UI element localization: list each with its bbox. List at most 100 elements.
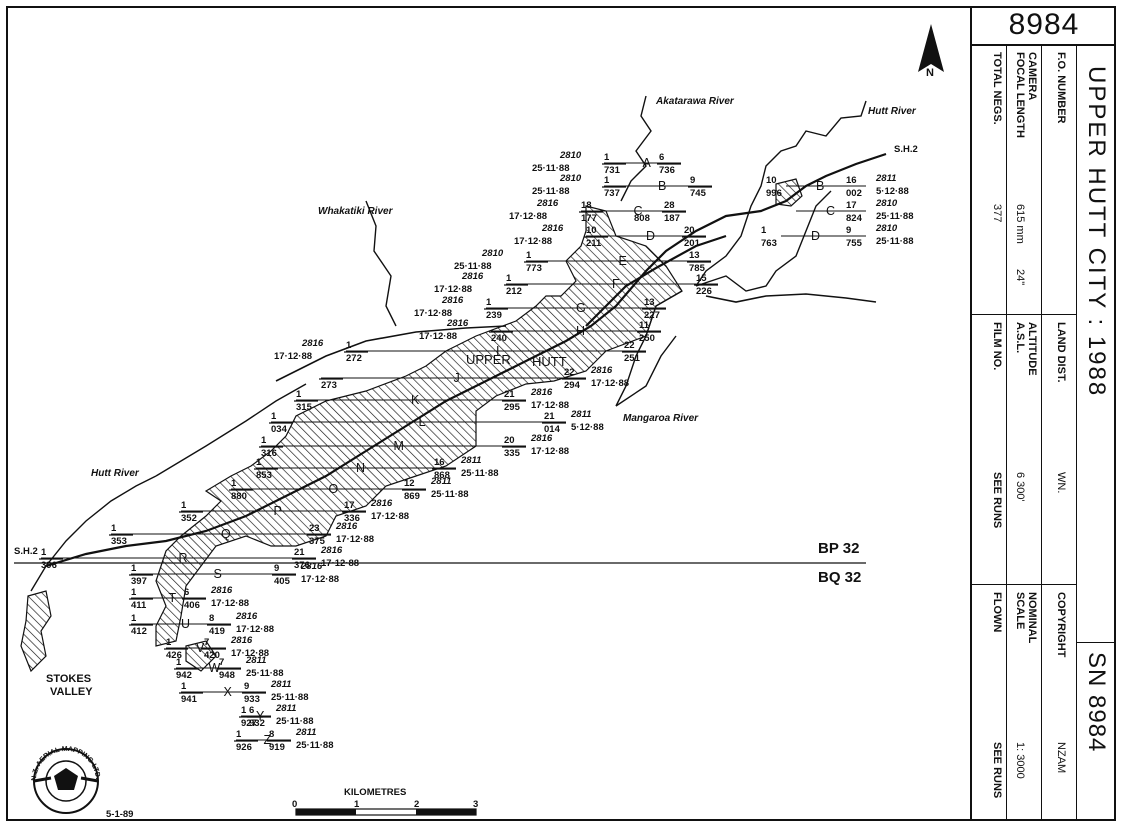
run-start-frame: 1 — [241, 705, 247, 716]
run-date: 17·12·88 — [231, 648, 269, 659]
run-date: 17·12·88 — [434, 284, 472, 295]
run-end-number: 294 — [564, 380, 581, 391]
run-film: 2811 — [570, 409, 591, 420]
run-start-number: 941 — [181, 694, 198, 705]
sn-number-top: 8984 — [972, 6, 1116, 46]
run-start-number: 353 — [111, 536, 127, 547]
run-start-number: 426 — [166, 650, 182, 661]
run-date: 17·12·88 — [414, 308, 452, 319]
copyright-label: COPYRIGHT — [1055, 592, 1067, 658]
run-end-frame: 21 — [544, 411, 555, 422]
run-film: 2816 — [210, 585, 233, 596]
flight-plan-map: Akatarawa River Hutt River Whakatiki Riv… — [14, 24, 944, 820]
run-end-frame: 9 — [690, 175, 695, 186]
film-label: FILM NO. — [991, 322, 1003, 371]
camera-label-2: FOCAL LENGTH — [1014, 52, 1026, 138]
run-end-number: 226 — [696, 286, 712, 297]
run-start-frame: 1 — [526, 250, 532, 261]
run-letter: O — [329, 482, 339, 496]
run-start-number: 927 — [241, 718, 257, 729]
run-start-number: 397 — [131, 576, 147, 587]
run-letter: P — [274, 504, 282, 518]
run-end-frame: 22 — [624, 340, 635, 351]
run-film: 2816 — [235, 611, 258, 622]
run-end-frame: 20 — [504, 435, 515, 446]
run-end-frame: 6 — [184, 587, 189, 598]
run-end-frame: 17 — [344, 500, 355, 511]
run-letter: Q — [221, 527, 231, 541]
run-end-frame: 13 — [644, 297, 655, 308]
run-mid-number: 808 — [634, 213, 650, 224]
run-film: 2816 — [461, 271, 484, 282]
run-end-number: 932 — [249, 718, 265, 729]
run-date: 17·12·88 — [509, 211, 547, 222]
run-end-number: 250 — [639, 333, 655, 344]
hutt-river-ne-label: Hutt River — [868, 106, 917, 117]
run-letter: F — [612, 277, 620, 291]
run-start-frame: 1 — [231, 478, 237, 489]
run-end-number: 948 — [219, 670, 235, 681]
run-film: 2816 — [590, 365, 613, 376]
run-end-number: 736 — [659, 165, 675, 176]
map-date: 5-1-89 — [106, 809, 133, 820]
run-start-frame: 1 — [41, 547, 47, 558]
film-value: SEE RUNS — [991, 472, 1003, 529]
run-film: 2816 — [441, 295, 464, 306]
run-date: 17·12·88 — [371, 511, 409, 522]
run-end-frame: 20 — [684, 225, 695, 236]
column-title: UPPER HUTT CITY : 1988 SN 8984 — [1077, 44, 1116, 821]
north-arrow-icon — [918, 24, 944, 72]
run-date: 17·12·88 — [419, 331, 457, 342]
run-end-frame: 11 — [639, 320, 650, 331]
run-end-frame: 13 — [689, 250, 700, 261]
east-run-letter: B — [816, 179, 824, 193]
run-date: 17·12·88 — [211, 598, 249, 609]
negs-label: TOTAL NEGS. — [991, 52, 1003, 125]
run-end-frame: 7 — [204, 637, 209, 648]
run-start-frame: 18 — [581, 200, 592, 211]
run-date: 17·12·88 — [591, 378, 629, 389]
run-start-number: 737 — [604, 188, 620, 199]
run-date: 17·12·88 — [321, 558, 359, 569]
run-date: 25·11·88 — [296, 740, 334, 751]
east-run-end-number: 824 — [846, 213, 863, 224]
east-run-end-number: 002 — [846, 188, 862, 199]
upper-hutt-label-2: HUTT — [532, 354, 567, 369]
title-block: 8984 TOTAL NEGS. 377 FILM NO. SEE RUNS F… — [970, 6, 1116, 821]
sh2-west-label: S.H.2 — [14, 546, 38, 557]
sheet-title: UPPER HUTT CITY : 1988 — [1083, 66, 1110, 398]
run-end-frame: 6 — [659, 152, 664, 163]
run-end-frame: 12 — [404, 478, 415, 489]
run-film: 2811 — [270, 679, 291, 690]
run-start-number: 239 — [486, 310, 502, 321]
run-start-frame: 1 — [296, 389, 302, 400]
run-start-frame: 1 — [261, 435, 267, 446]
run-start-number: 212 — [506, 286, 522, 297]
run-start-frame: 1 — [131, 587, 137, 598]
rivers — [30, 95, 867, 592]
run-letter: V — [196, 641, 205, 655]
east-run-end-frame: 16 — [846, 175, 857, 186]
run-end-frame: 9 — [244, 681, 249, 692]
run-letter: J — [454, 371, 460, 385]
camera-value-2: 24" — [1014, 269, 1026, 286]
bq-sheet-label: BQ 32 — [818, 569, 861, 586]
nz-aerial-mapping-logo-icon: N.Z. AERIAL MAPPING LTD. — [31, 746, 101, 814]
run-start-frame: 1 — [486, 297, 492, 308]
run-end-frame: 22 — [564, 367, 575, 378]
map-area: Akatarawa River Hutt River Whakatiki Riv… — [6, 6, 970, 821]
scale-label-1: NOMINAL — [1026, 592, 1038, 644]
run-date: 17·12·88 — [531, 446, 569, 457]
east-run-film: 2811 — [875, 173, 896, 184]
run-date: 25·11·88 — [454, 261, 492, 272]
run-start-frame: 10 — [586, 225, 597, 236]
run-letter: N — [356, 461, 365, 475]
run-film: 2816 — [320, 545, 343, 556]
run-end-frame: 28 — [664, 200, 675, 211]
run-letter: A — [643, 156, 652, 170]
scale-bar: KILOMETRES 0 1 2 3 — [292, 787, 478, 816]
stokes-valley-label-2: VALLEY — [50, 686, 93, 698]
run-end-number: 868 — [434, 470, 450, 481]
run-start-frame: 1 — [346, 340, 352, 351]
